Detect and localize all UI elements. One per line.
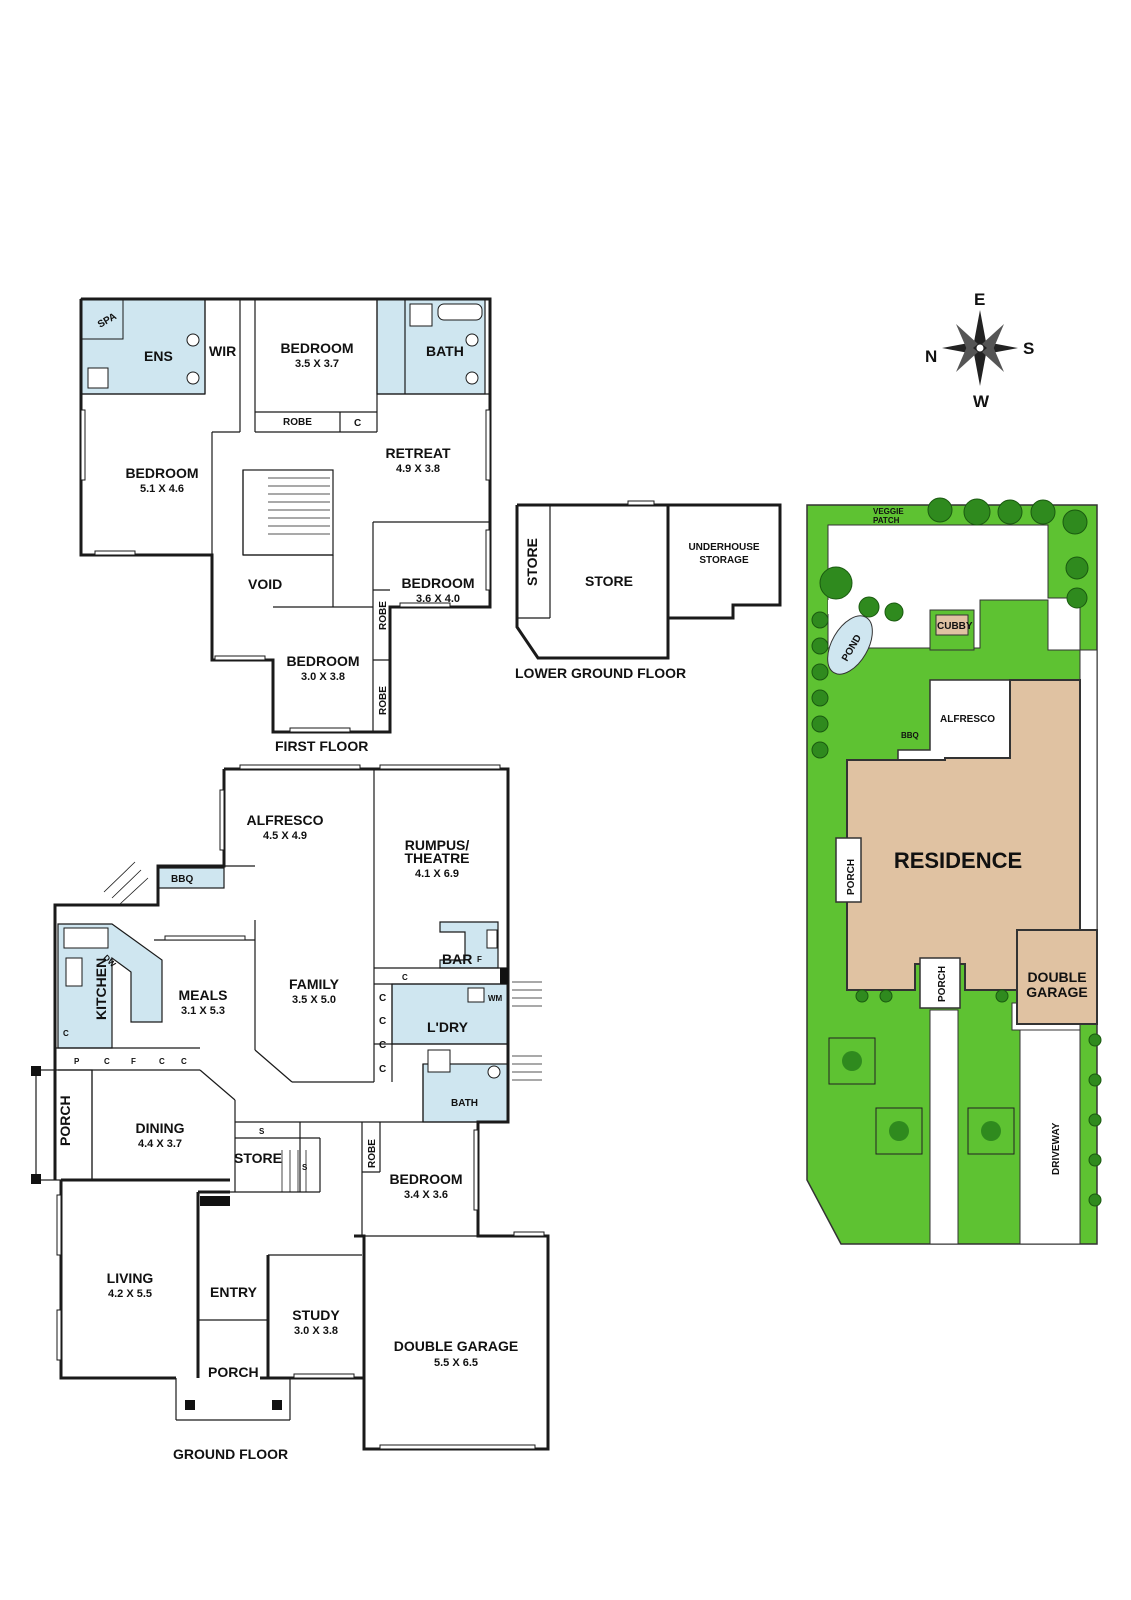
ff-robe-a-label: ROBE: [378, 601, 389, 630]
driveway-area: [1019, 1029, 1081, 1245]
gf-study-dim: 3.0 X 3.8: [294, 1325, 338, 1337]
site-residence-label: RESIDENCE: [894, 848, 1022, 873]
site-alfresco-label: ALFRESCO: [940, 714, 995, 725]
site-trees: [811, 497, 1102, 1207]
gf-robe-label: ROBE: [367, 1139, 378, 1168]
site-garage-line1: DOUBLE: [1027, 969, 1086, 985]
gf-front-porch-label: PORCH: [208, 1364, 259, 1380]
compass-rose: E S W N: [925, 290, 1034, 411]
gf-kitchen-label: KITCHEN: [93, 958, 109, 1020]
ff-retreat-name: RETREAT: [385, 445, 451, 461]
ground-floor-title: GROUND FLOOR: [173, 1446, 288, 1462]
bar-area: [439, 921, 499, 969]
cubby: [935, 614, 969, 636]
site-plan: VEGGIE PATCH CUBBY POND ALFRESCO BBQ RES…: [806, 497, 1102, 1245]
ff-bedroom-bottom-name: BEDROOM: [286, 653, 359, 669]
gf-bar-f-label: F: [477, 955, 482, 964]
gf-bbq-label: BBQ: [171, 874, 193, 885]
gf-meals-name: MEALS: [179, 987, 228, 1003]
gf-entry-label: ENTRY: [210, 1284, 258, 1300]
pond: [827, 615, 873, 675]
ff-bedroom-main-name: BEDROOM: [280, 340, 353, 356]
gf-dining-name: DINING: [136, 1120, 185, 1136]
ff-wir-label: WIR: [209, 343, 236, 359]
compass-e: E: [974, 290, 985, 309]
ff-bedroom-main-dim: 3.5 X 3.7: [295, 358, 339, 370]
ff-bedroom-right-name: BEDROOM: [401, 575, 474, 591]
laundry-area: [391, 983, 509, 1045]
gf-s1-label: S: [259, 1127, 265, 1136]
site-driveway-label: DRIVEWAY: [1051, 1122, 1062, 1175]
gf-rumpus-line2: THEATRE: [404, 850, 469, 866]
gf-kitchen-c-label: C: [63, 1029, 69, 1038]
gf-dining-dim: 4.4 X 3.7: [138, 1138, 182, 1150]
first-floor-plan: SPA ENS WIR BEDROOM 3.5 X 3.7 BATH ROBE …: [79, 297, 492, 754]
gf-alfresco-name: ALFRESCO: [247, 812, 324, 828]
lg-underhouse-label: UNDERHOUSE: [688, 542, 759, 553]
ff-c-top-label: C: [354, 418, 361, 429]
gf-laundry-label: L'DRY: [427, 1019, 469, 1035]
gf-row-c1-label: C: [104, 1057, 110, 1066]
lower-ground-floor-plan: STORE STORE UNDERHOUSE STORAGE LOWER GRO…: [515, 500, 782, 681]
gf-garage-name: DOUBLE GARAGE: [394, 1338, 518, 1354]
ff-retreat-dim: 4.9 X 3.8: [396, 463, 440, 475]
gf-meals-dim: 3.1 X 5.3: [181, 1005, 225, 1017]
ff-bedroom-right-dim: 3.6 X 4.0: [416, 593, 460, 605]
gf-family-name: FAMILY: [289, 976, 340, 992]
gf-s2-label: S: [302, 1163, 308, 1172]
gf-row-c2-label: C: [159, 1057, 165, 1066]
site-garage: [1016, 929, 1098, 1025]
gf-wm-label: WM: [488, 994, 503, 1003]
gf-bar-c-label: C: [402, 973, 408, 982]
gf-bar-label: BAR: [442, 951, 472, 967]
gf-rumpus-line1: RUMPUS/: [405, 837, 470, 853]
gf-c4-label: C: [379, 1064, 386, 1075]
site-veggie-line2: PATCH: [873, 516, 900, 525]
site-cubby-label: CUBBY: [937, 621, 973, 632]
side-porch: [35, 1069, 93, 1181]
gf-bedroom-dim: 3.4 X 3.6: [404, 1189, 448, 1201]
lg-storage-label: STORAGE: [699, 555, 749, 566]
ff-robe-b-label: ROBE: [378, 686, 389, 715]
gf-c3-label: C: [379, 1040, 386, 1051]
gf-row-f-label: F: [131, 1057, 136, 1066]
gf-living-name: LIVING: [107, 1270, 154, 1286]
gf-c2-label: C: [379, 1016, 386, 1027]
gf-store-label: STORE: [234, 1150, 282, 1166]
ff-bath-label: BATH: [426, 343, 464, 359]
compass-s: S: [1023, 339, 1034, 358]
gf-bedroom-name: BEDROOM: [389, 1171, 462, 1187]
gf-bath-label: BATH: [451, 1098, 478, 1109]
gf-alfresco-dim: 4.5 X 4.9: [263, 830, 307, 842]
lg-store-vertical-label: STORE: [524, 538, 540, 586]
gf-family-dim: 3.5 X 5.0: [292, 994, 336, 1006]
gf-side-porch-label: PORCH: [57, 1095, 73, 1146]
compass-n: N: [925, 347, 937, 366]
site-veggie-line1: VEGGIE: [873, 507, 904, 516]
gf-living-dim: 4.2 X 5.5: [108, 1288, 152, 1300]
gf-c1-label: C: [379, 993, 386, 1004]
site-bbq-label: BBQ: [901, 731, 919, 740]
site-front-porch-label: PORCH: [937, 966, 948, 1002]
ff-ens-label: ENS: [144, 348, 173, 364]
ff-robe-top-label: ROBE: [283, 417, 312, 428]
ff-void-label: VOID: [248, 576, 282, 592]
gf-row-c3-label: C: [181, 1057, 187, 1066]
site-garage-line2: GARAGE: [1026, 984, 1087, 1000]
gf-rumpus-dim: 4.1 X 6.9: [415, 868, 459, 880]
ff-bedroom-left-name: BEDROOM: [125, 465, 198, 481]
lg-store-label: STORE: [585, 573, 633, 589]
gf-pantry-label: P: [74, 1057, 80, 1066]
lower-ground-title: LOWER GROUND FLOOR: [515, 665, 686, 681]
ground-floor-plan: ALFRESCO 4.5 X 4.9 RUMPUS/ THEATRE 4.1 X…: [31, 764, 550, 1462]
ff-bedroom-left-dim: 5.1 X 4.6: [140, 483, 184, 495]
compass-w: W: [973, 392, 990, 411]
site-side-porch-label: PORCH: [846, 859, 857, 895]
gf-garage-dim: 5.5 X 6.5: [434, 1357, 478, 1369]
ff-bedroom-bottom-dim: 3.0 X 3.8: [301, 671, 345, 683]
first-floor-title: FIRST FLOOR: [275, 738, 368, 754]
gf-study-name: STUDY: [292, 1307, 340, 1323]
